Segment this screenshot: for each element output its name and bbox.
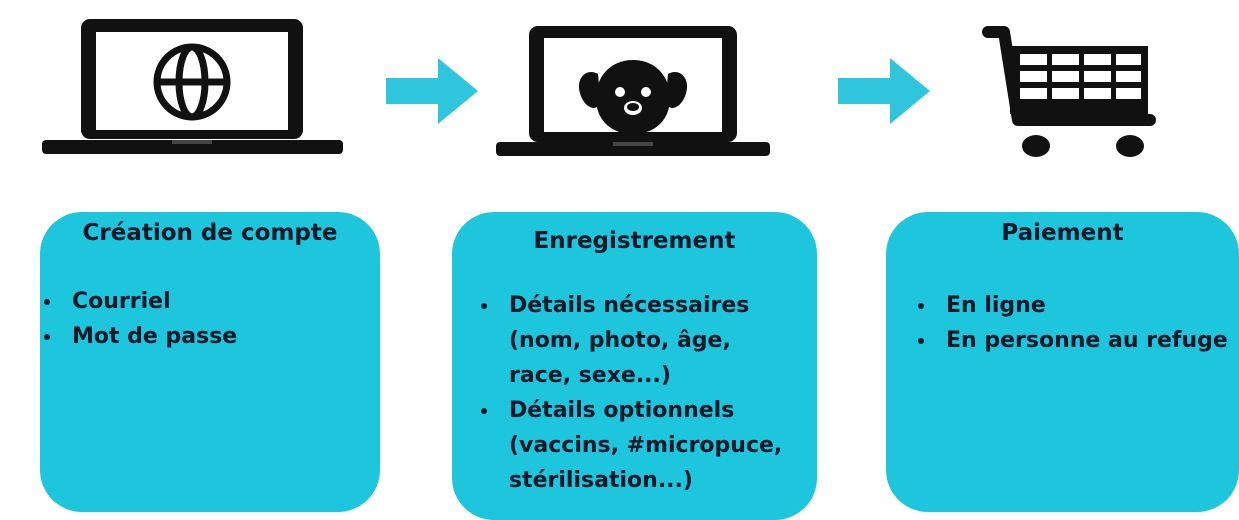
shopping-cart-icon [982,26,1156,157]
arrow-right-icon [386,58,478,124]
laptop-dog-icon [496,26,770,156]
list-item: Détails nécessaires (nom, photo, âge, ra… [477,288,797,393]
step-card-payment: Paiement En ligne En personne au refuge [886,212,1239,512]
step-list: Détails nécessaires (nom, photo, âge, ra… [477,288,797,498]
step-card-account: Création de compte Courriel Mot de passe [40,212,380,512]
step-title: Création de compte [82,220,338,246]
list-item: En ligne [914,288,1229,323]
step-card-registration: Enregistrement Détails nécessaires (nom,… [452,212,817,520]
step-list: En ligne En personne au refuge [914,288,1229,358]
arrow-right-icon [838,58,930,124]
list-item: Courriel [40,284,340,319]
laptop-globe-icon [42,19,343,154]
step-title: Paiement [1001,220,1124,246]
list-item: Détails optionnels (vaccins, #micropuce,… [477,393,797,498]
step-list: Courriel Mot de passe [40,284,340,354]
list-item: Mot de passe [40,319,340,354]
step-title: Enregistrement [533,228,736,254]
list-item: En personne au refuge [914,323,1229,358]
